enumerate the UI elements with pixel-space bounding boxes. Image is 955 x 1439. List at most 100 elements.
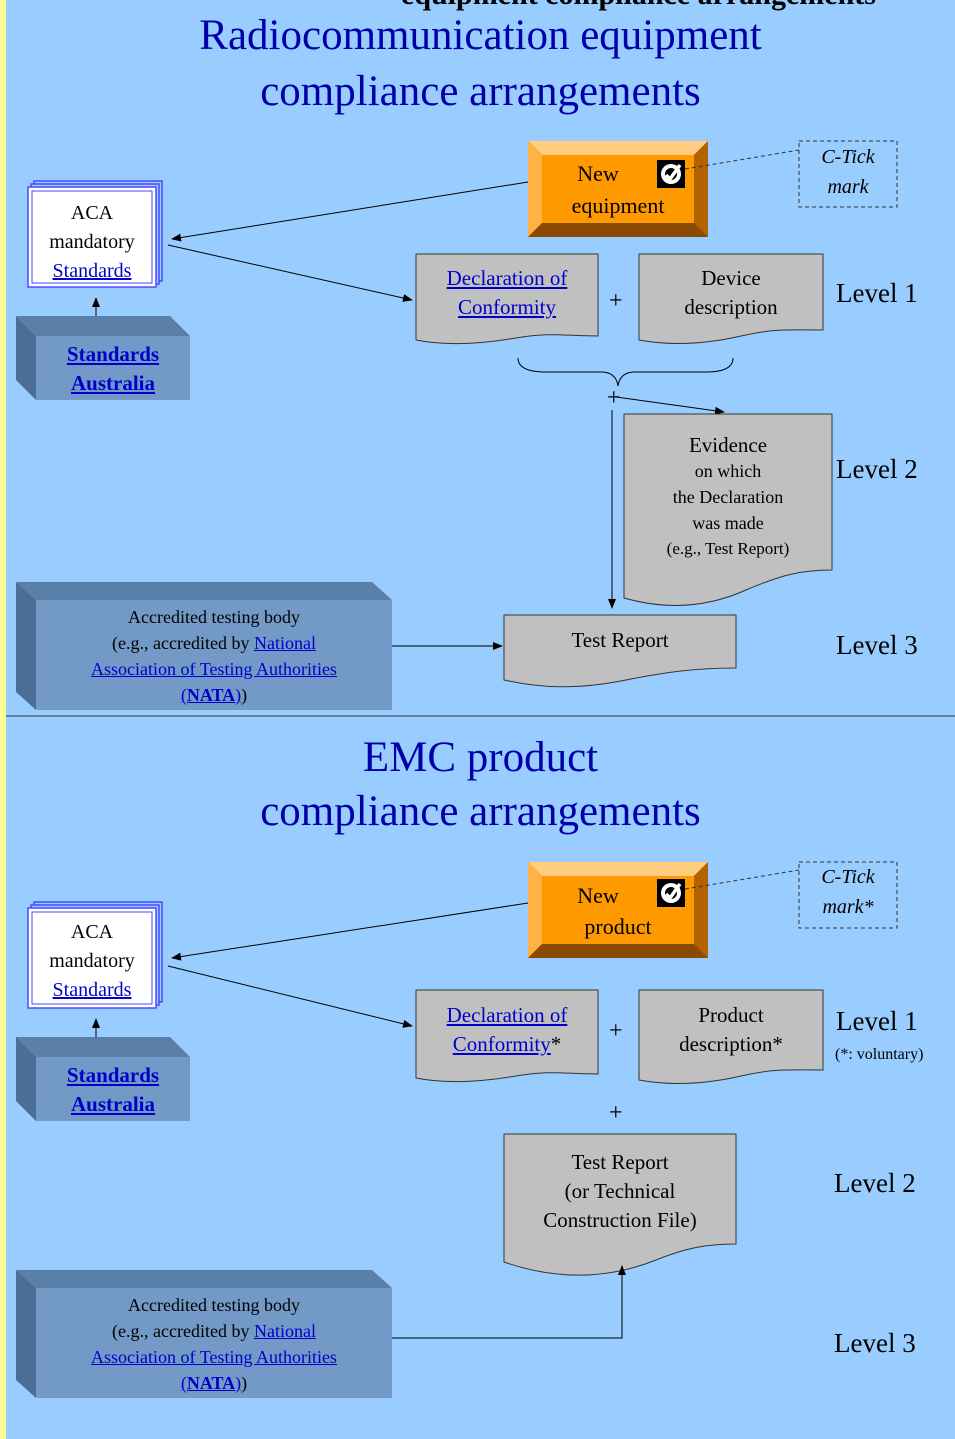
declaration-label: Declaration of Conformity [416, 264, 598, 322]
report-line2: (or Technical [564, 1179, 676, 1203]
aca-standards-link[interactable]: Standards [52, 260, 132, 282]
standards-australia-box [16, 1037, 190, 1121]
c-tick-icon [657, 160, 685, 188]
new-product-label-2: product [584, 914, 652, 939]
c-tick-icon [657, 879, 685, 907]
level-2-label: Level 2 [834, 1168, 916, 1198]
nata-open[interactable]: ( [180, 685, 187, 705]
nata-acronym-link[interactable]: NATA [186, 685, 236, 705]
diagram-page: equipment compliance arrangements [6, 0, 955, 1439]
aca-standards-label: ACA mandatory Standards [32, 199, 152, 286]
declaration-link[interactable]: Declaration of [446, 1003, 568, 1027]
ctick-line2: mark [827, 176, 869, 198]
standards-australia-link-2[interactable]: Australia [71, 371, 155, 395]
new-equipment-label: New [542, 158, 654, 189]
nata-open[interactable]: ( [180, 1373, 187, 1393]
report-line1: Test Report [571, 1150, 669, 1174]
nata-link-2[interactable]: Association of Testing Authorities [91, 659, 337, 679]
accredited-testing-body-box [16, 582, 392, 710]
nata-close[interactable]: ) [235, 1373, 242, 1393]
evidence-line2: on which [694, 461, 762, 481]
test-report-label: Test Report [571, 628, 669, 652]
product-line2: description* [679, 1032, 783, 1056]
device-line1: Device [701, 266, 761, 290]
level-2-label: Level 2 [836, 454, 918, 484]
conformity-link[interactable]: Conformity [458, 295, 556, 319]
testing-line2: (e.g., accredited by National [36, 1318, 392, 1344]
standards-australia-box [16, 316, 190, 400]
accredited-testing-body-box [16, 1270, 392, 1398]
evidence-line1: Evidence [688, 433, 768, 457]
aca-line1: ACA [70, 202, 114, 224]
declaration-document [415, 989, 599, 1083]
section1-title-line2: compliance arrangements [260, 68, 701, 115]
plus-sign: + [609, 1018, 623, 1044]
nata-link-2[interactable]: Association of Testing Authorities [91, 1347, 337, 1367]
testing-line4: (NATA)) [36, 1370, 392, 1396]
testing-line2: (e.g., accredited by National [36, 630, 392, 656]
testing-line2-text: (e.g., accredited by [112, 1321, 254, 1341]
section1-title-line1: Radiocommunication equipment [199, 12, 762, 59]
product-description-label: Product description* [639, 1001, 823, 1059]
test-report-document [503, 614, 737, 688]
test-report-document [503, 1133, 737, 1276]
diagram-graphics [6, 140, 955, 1398]
ctick-line1: C-Tick [821, 866, 875, 888]
standards-australia-link[interactable]: Standards [66, 342, 160, 366]
ctick-mark-label: C-Tick mark* [799, 862, 897, 922]
new-equipment-line1: New [577, 161, 619, 186]
level-3-label: Level 3 [834, 1328, 916, 1358]
level-3-label: Level 3 [836, 630, 918, 660]
ctick-line1: C-Tick [821, 146, 875, 168]
aca-standards-label: ACA mandatory Standards [32, 918, 152, 1005]
evidence-label: Evidence on which the Declaration was ma… [624, 432, 832, 562]
report-line3: Construction File) [543, 1208, 697, 1232]
grouping-brace [517, 357, 734, 387]
evidence-line4: was made [692, 513, 764, 533]
aca-line1: ACA [70, 921, 114, 943]
conformity-link[interactable]: Conformity [452, 1032, 551, 1056]
standards-australia-link[interactable]: Standards [66, 1063, 160, 1087]
level-1-label: Level 1 [836, 278, 918, 308]
standards-australia-label: Standards Australia [36, 1061, 190, 1119]
new-product-label: New [577, 883, 619, 908]
new-equipment-label-2: equipment [571, 193, 665, 218]
testing-line1: Accredited testing body [128, 1295, 300, 1315]
testing-line4: (NATA)) [36, 682, 392, 708]
aca-standards-link[interactable]: Standards [52, 979, 132, 1001]
nata-link-1[interactable]: National [253, 633, 316, 653]
aca-standards-box [27, 180, 163, 288]
declaration-label: Declaration of Conformity* [416, 1001, 598, 1059]
nata-acronym-link[interactable]: NATA [186, 1373, 236, 1393]
ctick-line2: mark* [822, 896, 874, 918]
accredited-testing-body-label: Accredited testing body (e.g., accredite… [36, 604, 392, 708]
aca-line2: mandatory [49, 231, 135, 253]
device-description-label: Device description [639, 264, 823, 322]
section2-title-line1: EMC product [362, 734, 599, 781]
testing-close: ) [241, 685, 248, 705]
plus-sign: + [607, 385, 621, 411]
testing-line1: Accredited testing body [128, 607, 300, 627]
testing-close: ) [241, 1373, 248, 1393]
device-line2: description [684, 295, 778, 319]
new-product-box [528, 862, 708, 958]
nata-link-1[interactable]: National [253, 1321, 316, 1341]
standards-australia-link-2[interactable]: Australia [71, 1092, 155, 1116]
accredited-testing-body-label: Accredited testing body (e.g., accredite… [36, 1292, 392, 1396]
section2-title-line2: compliance arrangements [260, 788, 701, 835]
test-report-label: Test Report (or Technical Construction F… [504, 1148, 736, 1235]
testing-line2-text: (e.g., accredited by [112, 633, 254, 653]
plus-sign: + [609, 288, 623, 314]
conformity-line: Conformity* [416, 1030, 598, 1059]
evidence-line5: (e.g., Test Report) [666, 539, 790, 558]
declaration-link[interactable]: Declaration of [446, 266, 568, 290]
aca-standards-box [27, 901, 163, 1009]
evidence-line3: the Declaration [672, 487, 784, 507]
nata-close[interactable]: ) [235, 685, 242, 705]
level-1-label: Level 1 [836, 1006, 918, 1036]
product-description-document [638, 989, 824, 1084]
aca-line2: mandatory [49, 950, 135, 972]
product-line1: Product [698, 1003, 764, 1027]
evidence-document [623, 413, 833, 607]
voluntary-asterisk: * [550, 1032, 562, 1056]
